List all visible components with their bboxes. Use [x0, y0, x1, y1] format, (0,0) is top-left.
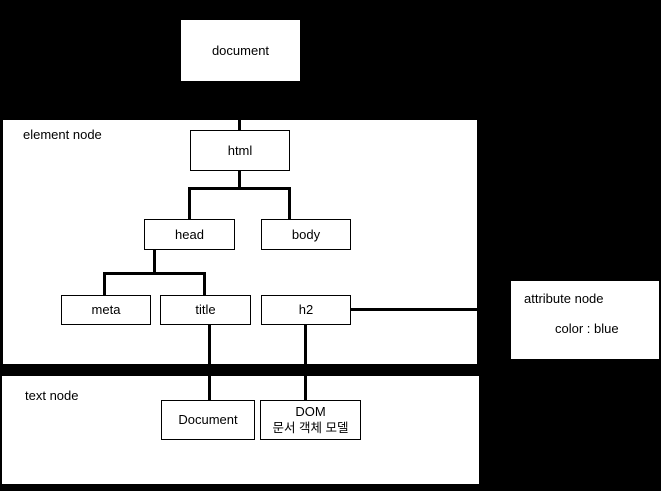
connector-h2-attribute — [351, 308, 511, 311]
node-document-text-label: Document — [178, 412, 238, 427]
text-node-panel-label: text node — [25, 388, 79, 403]
node-html: html — [190, 130, 290, 171]
connector-head-stem — [153, 249, 156, 274]
node-dom-text-line1: DOM — [295, 404, 326, 419]
connector-html-children-bar — [188, 187, 291, 190]
connector-drop-body — [288, 188, 291, 219]
node-document-label: document — [211, 42, 270, 58]
node-title-label: title — [195, 302, 216, 317]
connector-h2-dom-text — [304, 325, 307, 400]
connector-drop-meta — [103, 273, 106, 295]
node-dom-text-line2: 문서 객체 모델 — [272, 421, 349, 435]
attribute-node-panel-label: attribute node — [524, 291, 604, 306]
connector-document-html — [238, 81, 241, 130]
node-head-label: head — [175, 226, 204, 242]
node-body: body — [261, 219, 351, 250]
node-html-label: html — [227, 142, 253, 158]
connector-title-document-text — [208, 325, 211, 400]
node-head: head — [144, 219, 235, 250]
node-h2: h2 — [261, 295, 351, 325]
node-meta-label: meta — [91, 302, 121, 317]
element-node-panel-label: element node — [23, 127, 102, 142]
node-body-label: body — [291, 226, 321, 242]
node-document-text: Document — [161, 400, 255, 440]
node-h2-label: h2 — [298, 302, 314, 317]
node-document: document — [181, 20, 300, 81]
connector-head-children-bar — [103, 272, 206, 275]
connector-drop-title — [203, 273, 206, 295]
attribute-value-label: color : blue — [555, 321, 619, 336]
node-meta: meta — [61, 295, 151, 325]
attribute-node-panel — [511, 281, 659, 359]
connector-html-stem — [238, 171, 241, 189]
node-title: title — [160, 295, 251, 325]
node-dom-text: DOM 문서 객체 모델 — [260, 400, 361, 440]
connector-drop-head — [188, 188, 191, 219]
